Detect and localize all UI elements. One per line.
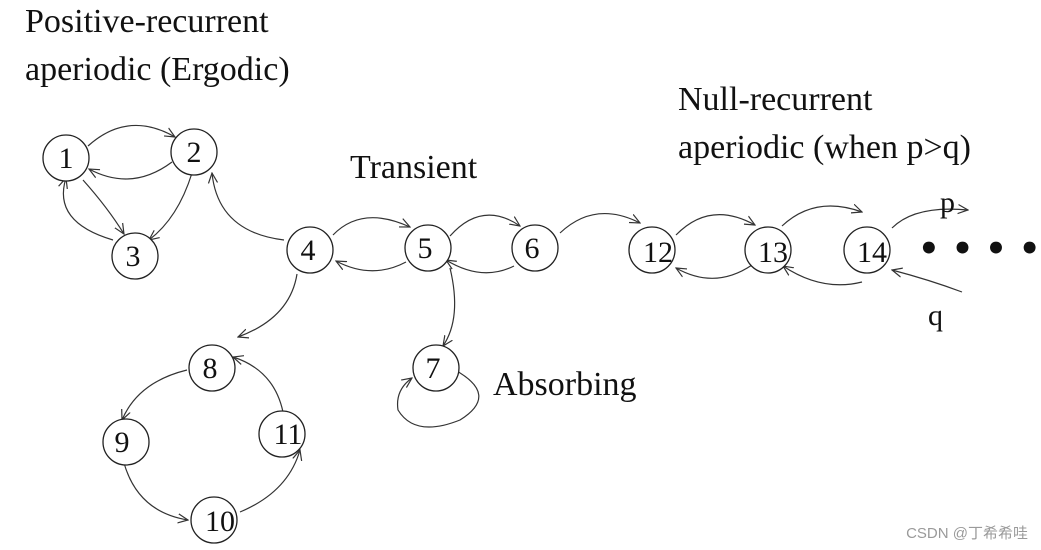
svg-text:2: 2 xyxy=(187,136,202,169)
edge-10-to-11 xyxy=(239,450,300,513)
svg-text:3: 3 xyxy=(126,240,141,273)
svg-text:7: 7 xyxy=(426,352,441,385)
edge-6-to-5 xyxy=(446,260,515,274)
state-node-1: 1 xyxy=(42,134,90,182)
svg-text:6: 6 xyxy=(525,232,540,265)
edge-4-to-8 xyxy=(238,273,298,337)
state-node-10: 10 xyxy=(190,496,238,544)
edge-4-to-2 xyxy=(212,173,285,241)
svg-text:5: 5 xyxy=(418,232,433,265)
nodes-group: 1 2 3 4 5 6 7 8 xyxy=(42,128,891,544)
svg-text:14: 14 xyxy=(857,236,887,269)
edge-1-to-3 xyxy=(82,179,124,234)
edge-2-to-3 xyxy=(149,172,193,240)
state-node-2: 2 xyxy=(170,128,218,176)
edge-3-to-1 xyxy=(63,178,114,241)
state-node-8: 8 xyxy=(188,344,236,392)
svg-text:11: 11 xyxy=(274,418,303,451)
svg-text:4: 4 xyxy=(301,234,316,267)
transient-caption: Transient xyxy=(350,149,478,186)
null-recurrent-caption-line1: Null-recurrent xyxy=(678,81,873,118)
edge-6-to-12 xyxy=(559,212,640,234)
svg-text:13: 13 xyxy=(758,236,788,269)
edge-14-forward-p xyxy=(891,209,968,229)
edge-9-to-10 xyxy=(123,462,188,520)
edge-14-to-13 xyxy=(783,266,863,286)
null-recurrent-caption-line2: aperiodic (when p>q) xyxy=(678,129,971,166)
edge-12-to-13 xyxy=(675,214,755,236)
svg-text:12: 12 xyxy=(643,236,673,269)
edge-5-to-7 xyxy=(443,267,456,346)
state-node-3: 3 xyxy=(111,232,159,280)
state-node-4: 4 xyxy=(286,226,334,274)
state-node-14: 14 xyxy=(843,226,891,274)
state-node-12: 12 xyxy=(628,226,676,274)
edge-5-to-4 xyxy=(336,261,407,272)
state-node-9: 9 xyxy=(102,418,150,466)
edge-7-self-loop xyxy=(396,369,480,428)
edge-4-to-5 xyxy=(332,217,410,236)
edge-13-to-12 xyxy=(676,264,753,279)
edge-14-backward-q xyxy=(892,270,963,293)
edge-11-to-8 xyxy=(233,357,284,413)
state-node-6: 6 xyxy=(511,224,559,272)
q-transition-label: q xyxy=(928,299,943,332)
absorbing-caption: Absorbing xyxy=(493,366,637,403)
continuation-ellipsis: • • • • xyxy=(918,229,1040,269)
p-transition-label: p xyxy=(940,186,955,219)
state-node-11: 11 xyxy=(258,410,306,458)
edge-5-to-6 xyxy=(449,214,520,237)
svg-text:9: 9 xyxy=(115,426,130,459)
edge-1-to-2 xyxy=(87,124,175,147)
edge-8-to-9 xyxy=(122,369,188,420)
watermark-text: CSDN @丁希希哇 xyxy=(906,525,1028,542)
state-node-5: 5 xyxy=(404,224,452,272)
state-node-13: 13 xyxy=(744,226,792,274)
svg-text:1: 1 xyxy=(59,142,74,175)
edges-group xyxy=(63,124,968,520)
state-node-7: 7 xyxy=(412,344,460,392)
edge-13-to-14 xyxy=(781,206,862,227)
positive-recurrent-caption-line1: Positive-recurrent xyxy=(25,3,269,40)
positive-recurrent-caption-line2: aperiodic (Ergodic) xyxy=(25,51,290,88)
svg-text:10: 10 xyxy=(205,505,235,538)
edge-2-to-1 xyxy=(89,161,173,180)
svg-text:8: 8 xyxy=(203,352,218,385)
